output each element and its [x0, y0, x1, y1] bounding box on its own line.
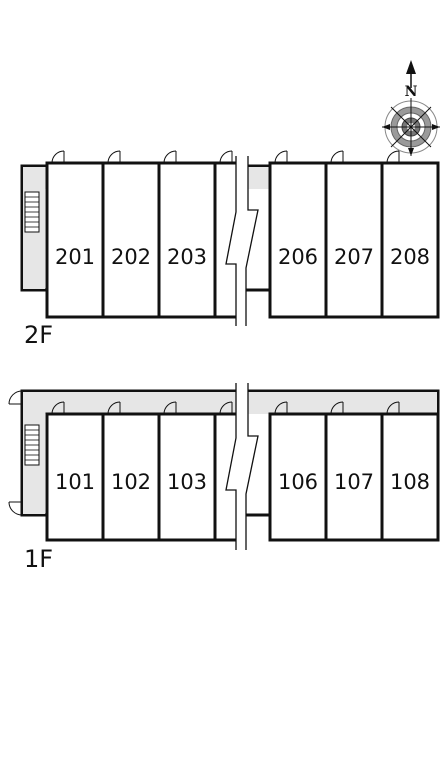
unit-101: 101: [45, 401, 105, 542]
unit-206: 206: [268, 150, 328, 319]
unit-number: 208: [390, 245, 430, 269]
staircase-icon: [24, 424, 40, 466]
floor-1f: 101 102 103 106 107: [8, 383, 440, 573]
floor-label: 1F: [24, 545, 53, 573]
unit-108: 108: [380, 401, 440, 542]
entrance-door-icon: [8, 390, 23, 405]
unit-number: 203: [167, 245, 207, 269]
unit-203: 203: [157, 150, 217, 319]
entrance-door-icon: [8, 501, 23, 516]
break-line: [225, 156, 259, 326]
unit-208: 208: [380, 150, 440, 319]
unit-number: 206: [278, 245, 318, 269]
unit-number: 207: [334, 245, 374, 269]
floor-label: 2F: [24, 321, 53, 349]
unit-number: 201: [55, 245, 95, 269]
floor-2f: 201 202 203 206 207: [20, 150, 440, 349]
staircase-icon: [24, 191, 40, 233]
unit-106: 106: [268, 401, 328, 542]
unit-number: 101: [55, 470, 95, 494]
unit-number: 106: [278, 470, 318, 494]
unit-102: 102: [101, 401, 161, 542]
unit-107: 107: [324, 401, 384, 542]
unit-202: 202: [101, 150, 161, 319]
unit-number: 108: [390, 470, 430, 494]
unit-number: 107: [334, 470, 374, 494]
unit-number: 103: [167, 470, 207, 494]
compass-rose-icon: N: [382, 60, 440, 156]
corridor: [23, 392, 437, 414]
unit-207: 207: [324, 150, 384, 319]
unit-103: 103: [157, 401, 217, 542]
north-label: N: [405, 84, 418, 100]
unit-number: 202: [111, 245, 151, 269]
break-line: [225, 383, 259, 550]
unit-201: 201: [45, 150, 105, 319]
unit-number: 102: [111, 470, 151, 494]
